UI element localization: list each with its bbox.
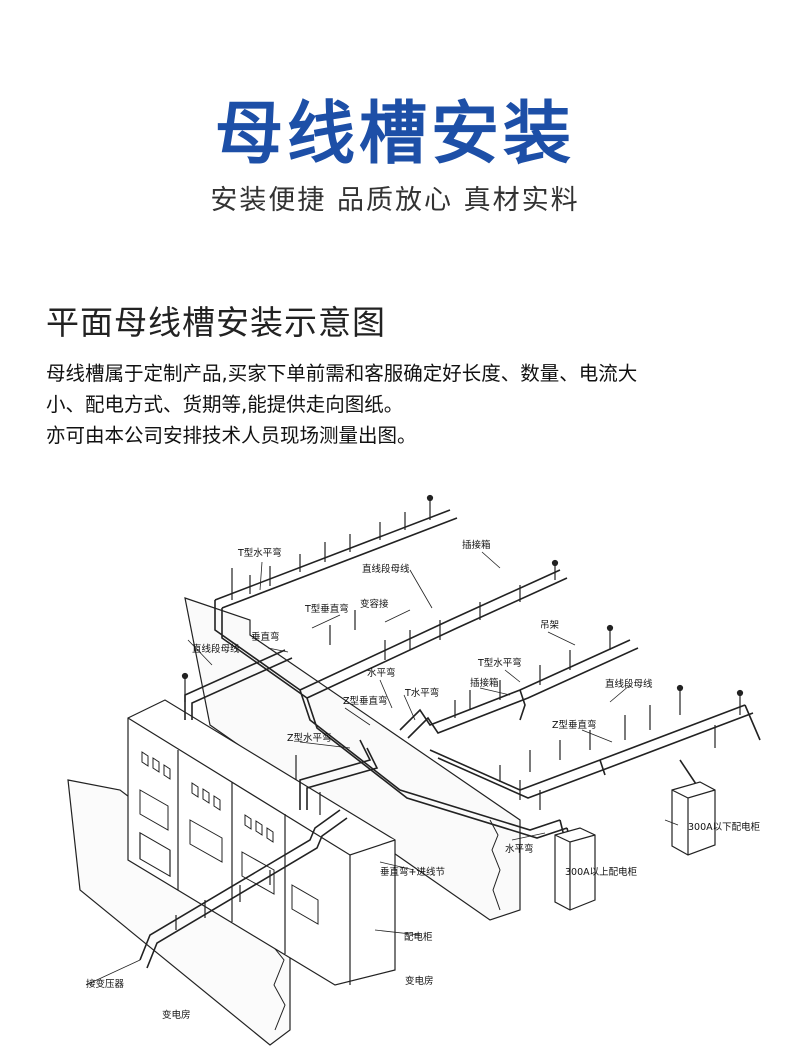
description: 母线槽属于定制产品,买家下单前需和客服确定好长度、数量、电流大 小、配电方式、货…: [46, 358, 746, 451]
label-t-vertical-elbow: T型垂直弯: [304, 603, 349, 615]
cabinet-above-300a: [554, 827, 596, 911]
label-straight-busway-2: 直线段母线: [192, 643, 240, 655]
label-horizontal-elbow-2: 水平弯: [505, 843, 534, 855]
label-z-vertical-elbow-1: Z型垂直弯: [343, 695, 388, 707]
label-hanger: 吊架: [540, 620, 560, 631]
label-vertical-elbow-1: 垂直弯: [251, 631, 280, 643]
description-line-1: 母线槽属于定制产品,买家下单前需和客服确定好长度、数量、电流大: [46, 362, 638, 385]
cabinet-row: [127, 699, 396, 986]
page-title: 母线槽安装: [214, 95, 575, 174]
busway-installation-diagram: T型水平弯 插接箱 直线段母线 T型垂直弯 变容接 垂直弯 直线段母线 吊架 T…: [67, 494, 761, 1046]
label-reducer: 变容接: [360, 598, 389, 610]
label-t-horizontal-elbow-3: T水平弯: [404, 687, 439, 699]
label-plug-box-1: 插接箱: [462, 539, 491, 551]
busway-main: [139, 509, 761, 969]
label-z-vertical-elbow-2: Z型垂直弯: [552, 719, 597, 731]
label-distribution-cabinet: 配电柜: [404, 931, 433, 943]
label-straight-busway-3: 直线段母线: [605, 678, 653, 690]
label-z-horizontal-elbow: Z型水平弯: [287, 732, 332, 744]
hangers: [175, 494, 744, 930]
leader-lines: [85, 551, 679, 986]
label-t-horizontal-elbow-2: T型水平弯: [477, 657, 522, 669]
label-plug-box-2: 插接箱: [470, 677, 499, 689]
label-to-transformer: 接变压器: [86, 978, 125, 990]
cabinet-below-300a: [671, 781, 716, 856]
label-horizontal-elbow-1: 水平弯: [367, 667, 396, 679]
wall-front: [67, 779, 291, 1046]
label-vertical-elbow-inlet: 垂直弯+进线节: [380, 866, 445, 878]
cabinet-meters: [139, 751, 319, 925]
label-t-horizontal-elbow-1: T型水平弯: [237, 547, 282, 559]
label-straight-busway-1: 直线段母线: [362, 563, 410, 575]
section-title: 平面母线槽安装示意图: [46, 303, 386, 342]
label-cabinet-below-300a: 300A以下配电柜: [688, 821, 761, 833]
page-subtitle: 安装便捷 品质放心 真材实料: [210, 185, 580, 216]
label-substation-1: 变电房: [405, 975, 434, 987]
description-line-2: 小、配电方式、货期等,能提供走向图纸。: [46, 393, 404, 416]
label-substation-2: 变电房: [162, 1009, 191, 1021]
description-line-3: 亦可由本公司安排技术人员现场测量出图。: [46, 424, 417, 447]
label-cabinet-above-300a: 300A以上配电柜: [565, 866, 638, 878]
